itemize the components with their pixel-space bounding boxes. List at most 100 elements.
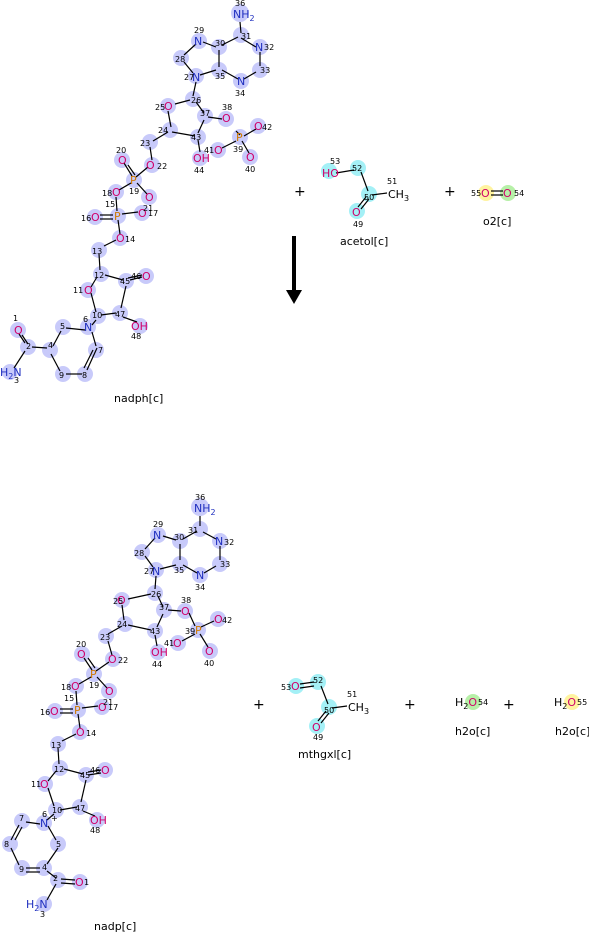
svg-text:2: 2 bbox=[26, 342, 31, 351]
svg-text:5: 5 bbox=[60, 322, 65, 331]
svg-text:10: 10 bbox=[52, 806, 62, 815]
svg-text:26: 26 bbox=[191, 96, 201, 105]
svg-text:O: O bbox=[71, 680, 80, 693]
svg-text:11: 11 bbox=[73, 286, 83, 295]
svg-text:14: 14 bbox=[125, 235, 135, 244]
svg-text:NH2: NH2 bbox=[233, 8, 255, 23]
svg-text:6: 6 bbox=[42, 810, 47, 819]
svg-text:CH3: CH3 bbox=[388, 188, 409, 203]
svg-text:52: 52 bbox=[352, 164, 362, 173]
svg-text:27: 27 bbox=[184, 73, 194, 82]
svg-text:1: 1 bbox=[84, 878, 89, 887]
nadp-label: nadp[c] bbox=[94, 920, 136, 933]
svg-text:O: O bbox=[91, 211, 100, 224]
svg-text:39: 39 bbox=[185, 627, 195, 636]
h2o-label-2: h2o[c] bbox=[555, 725, 589, 738]
svg-text:38: 38 bbox=[222, 103, 232, 112]
svg-text:5: 5 bbox=[56, 840, 61, 849]
svg-text:3: 3 bbox=[40, 910, 45, 919]
svg-text:35: 35 bbox=[215, 72, 225, 81]
nadph-bonds bbox=[13, 21, 261, 375]
svg-text:42: 42 bbox=[222, 616, 232, 625]
svg-text:22: 22 bbox=[157, 162, 167, 171]
svg-text:27: 27 bbox=[144, 567, 154, 576]
svg-text:12: 12 bbox=[54, 765, 64, 774]
svg-text:O: O bbox=[205, 645, 214, 658]
svg-text:O: O bbox=[84, 284, 93, 297]
svg-text:48: 48 bbox=[131, 332, 141, 341]
svg-text:4: 4 bbox=[42, 863, 47, 872]
acetol-molecule: HO CH3 O 53 52 51 50 49 acetol[c] bbox=[321, 157, 409, 248]
svg-text:49: 49 bbox=[313, 733, 323, 742]
nadph-atom-symbols: NH2 N N N N O O P O O O OH O O P O O P O… bbox=[0, 8, 263, 381]
svg-text:O: O bbox=[214, 613, 223, 626]
svg-text:O: O bbox=[181, 605, 190, 618]
svg-text:O: O bbox=[112, 186, 121, 199]
svg-text:55: 55 bbox=[577, 698, 587, 707]
svg-text:O: O bbox=[138, 207, 147, 220]
svg-text:34: 34 bbox=[195, 583, 205, 592]
svg-text:29: 29 bbox=[194, 26, 204, 35]
svg-text:OH: OH bbox=[131, 320, 148, 333]
svg-text:25: 25 bbox=[155, 103, 165, 112]
svg-text:CH3: CH3 bbox=[348, 701, 369, 716]
nadph-label: nadph[c] bbox=[114, 392, 163, 405]
svg-text:P: P bbox=[195, 624, 202, 637]
svg-text:32: 32 bbox=[224, 538, 234, 547]
svg-text:7: 7 bbox=[98, 346, 103, 355]
svg-text:31: 31 bbox=[188, 526, 198, 535]
svg-text:4: 4 bbox=[48, 341, 53, 350]
h2o-molecule-1: H2O 54 h2o[c] bbox=[455, 694, 490, 738]
svg-text:H2N: H2N bbox=[26, 898, 48, 913]
o2-molecule: O O 55 54 o2[c] bbox=[471, 185, 524, 228]
svg-text:21: 21 bbox=[143, 204, 153, 213]
svg-text:54: 54 bbox=[514, 189, 524, 198]
svg-text:53: 53 bbox=[330, 157, 340, 166]
o2-label: o2[c] bbox=[483, 215, 511, 228]
svg-text:11: 11 bbox=[31, 780, 41, 789]
svg-text:31: 31 bbox=[241, 32, 251, 41]
svg-text:33: 33 bbox=[260, 66, 270, 75]
svg-text:19: 19 bbox=[89, 681, 99, 690]
nadp-atom-symbols: NH2 N N N N O O P O O O OH O O P O O P O… bbox=[26, 502, 223, 913]
svg-text:53: 53 bbox=[281, 683, 291, 692]
svg-text:40: 40 bbox=[245, 165, 255, 174]
svg-text:42: 42 bbox=[262, 123, 272, 132]
svg-text:O: O bbox=[77, 648, 86, 661]
svg-text:OH: OH bbox=[151, 646, 168, 659]
svg-text:41: 41 bbox=[164, 639, 174, 648]
svg-text:15: 15 bbox=[105, 200, 115, 209]
svg-text:O: O bbox=[50, 705, 59, 718]
svg-text:O: O bbox=[145, 191, 154, 204]
svg-text:HO: HO bbox=[322, 167, 339, 180]
svg-text:9: 9 bbox=[19, 865, 24, 874]
svg-text:54: 54 bbox=[478, 698, 488, 707]
svg-text:3: 3 bbox=[14, 376, 19, 385]
svg-text:33: 33 bbox=[220, 560, 230, 569]
svg-text:O: O bbox=[214, 144, 223, 157]
svg-text:23: 23 bbox=[100, 633, 110, 642]
svg-text:H2N: H2N bbox=[0, 366, 22, 381]
svg-text:20: 20 bbox=[76, 640, 86, 649]
svg-text:O: O bbox=[222, 112, 231, 125]
svg-text:O: O bbox=[14, 324, 23, 337]
svg-text:H2O: H2O bbox=[554, 696, 576, 711]
svg-text:O: O bbox=[503, 187, 512, 200]
svg-text:20: 20 bbox=[116, 146, 126, 155]
svg-text:24: 24 bbox=[117, 620, 127, 629]
svg-text:O: O bbox=[118, 154, 127, 167]
svg-text:6: 6 bbox=[83, 315, 88, 324]
svg-text:O: O bbox=[116, 232, 125, 245]
svg-text:O: O bbox=[76, 726, 85, 739]
plus-sign-2: + bbox=[444, 184, 456, 200]
h2o-molecule-2: H2O 55 h2o[c] bbox=[554, 694, 589, 738]
svg-text:N: N bbox=[153, 529, 161, 542]
svg-text:32: 32 bbox=[264, 43, 274, 52]
svg-text:39: 39 bbox=[233, 145, 243, 154]
svg-text:50: 50 bbox=[364, 193, 374, 202]
plus-sign-1: + bbox=[294, 184, 306, 200]
svg-text:9: 9 bbox=[59, 371, 64, 380]
nadph-highlights bbox=[2, 4, 268, 382]
svg-text:P: P bbox=[74, 704, 81, 717]
